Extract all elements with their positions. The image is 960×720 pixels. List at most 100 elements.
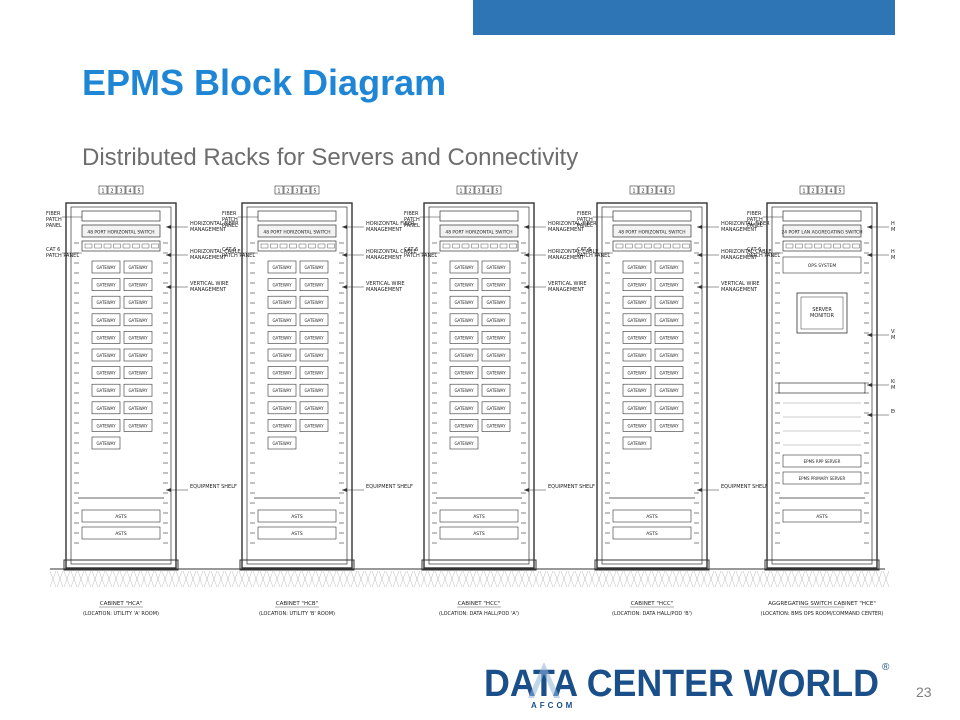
logo-registered-mark: ® <box>882 662 890 673</box>
gateway-module <box>267 366 297 379</box>
logo-a-swoosh-icon <box>528 662 560 698</box>
gateway-module <box>654 313 684 327</box>
cat6-patch-panel <box>439 240 519 252</box>
server-monitor <box>796 292 848 334</box>
left-callout-label: PANEL <box>46 223 62 229</box>
gateway-label: GATEWAY <box>454 406 474 411</box>
gateway-module <box>91 348 121 362</box>
rack-unit-box <box>310 185 320 195</box>
logo-afcom: AFCOM <box>531 701 575 710</box>
left-callout-label: FIBER <box>747 211 762 217</box>
gateway-module <box>91 278 121 291</box>
gateway-label: GATEWAY <box>304 335 324 340</box>
floor-hatch-stroke <box>868 570 876 588</box>
gateway-label: GATEWAY <box>128 371 148 376</box>
floor-hatch-stroke <box>252 570 260 588</box>
gateway-label: GATEWAY <box>96 265 116 270</box>
gateway-module <box>622 436 652 450</box>
gateway-label: GATEWAY <box>486 423 506 428</box>
gateway-label: GATEWAY <box>454 371 474 376</box>
right-callout-label: MANAGEMENT <box>891 227 895 233</box>
floor-hatch-stroke <box>63 570 71 588</box>
patch-port <box>480 243 489 249</box>
floor-hatch-stroke <box>238 570 246 588</box>
gateway-module <box>299 331 329 344</box>
gateway-label: GATEWAY <box>128 388 148 393</box>
patch-port <box>298 243 307 249</box>
gateway-module <box>267 331 297 344</box>
floor-hatch-stroke <box>616 570 624 588</box>
fiber-patch-panel <box>612 210 692 222</box>
asts-label: ASTS <box>115 514 127 520</box>
callout-arrow-icon <box>697 285 702 289</box>
asts-unit <box>439 526 519 540</box>
floor-hatch-stroke <box>476 570 484 588</box>
gateway-label: GATEWAY <box>128 300 148 305</box>
gateway-module <box>299 419 329 432</box>
gateway-label: GATEWAY <box>486 388 506 393</box>
rack-unit-number: 5 <box>313 189 316 195</box>
gateway-label: GATEWAY <box>659 300 679 305</box>
floor-hatch-stroke <box>140 570 148 588</box>
asts-unit <box>439 509 519 523</box>
gateway-module <box>622 260 652 274</box>
cabinet-inner-frame <box>428 206 530 565</box>
right-callout-label: MANAGEMENT <box>190 287 227 293</box>
gateway-label: GATEWAY <box>96 318 116 323</box>
floor-hatch-stroke <box>532 570 540 588</box>
patch-port <box>509 243 517 249</box>
patch-port <box>814 243 822 249</box>
gateway-label: GATEWAY <box>272 371 292 376</box>
floor-hatch-stroke <box>539 570 547 588</box>
floor-hatch-stroke <box>679 570 687 588</box>
gateway-label: GATEWAY <box>659 265 679 270</box>
patch-port <box>442 243 451 249</box>
rack-unit-box <box>808 185 818 195</box>
floor-hatch-stroke <box>805 570 813 588</box>
rack-unit-box <box>665 185 675 195</box>
floor-hatch-stroke <box>287 570 295 588</box>
floor-hatch-stroke <box>854 570 862 588</box>
rack-unit-number: 1 <box>802 189 805 195</box>
floor-hatch-stroke <box>385 570 393 588</box>
rack-unit-box <box>98 185 108 195</box>
gateway-module <box>481 278 511 291</box>
gateway-label: GATEWAY <box>304 283 324 288</box>
floor-hatch-stroke <box>455 570 463 588</box>
right-callout-label: VERTICAL WIRE <box>190 281 229 287</box>
patch-port <box>289 243 297 249</box>
floor-hatch-stroke <box>84 570 92 588</box>
gateway-module <box>123 401 153 415</box>
right-callout-label: EQUIPMENT SHELF <box>548 484 595 490</box>
rack-unit-number: 4 <box>128 189 131 195</box>
gateway-module <box>267 383 297 397</box>
gateway-module <box>267 401 297 415</box>
gateway-module <box>123 366 153 379</box>
gateway-module <box>481 313 511 327</box>
gateway-module <box>267 436 297 450</box>
patch-port <box>122 243 131 249</box>
keyboard-shelf <box>778 382 866 394</box>
left-callout-label: CAT 6 <box>46 247 60 253</box>
epms-server-label: EPMS PRIMARY SERVER <box>799 476 846 481</box>
floor-hatch-stroke <box>553 570 561 588</box>
floor-hatch-stroke <box>462 570 470 588</box>
gateway-label: GATEWAY <box>272 318 292 323</box>
floor-hatch-stroke <box>441 570 449 588</box>
floor-hatch-stroke <box>105 570 113 588</box>
floor-hatch-stroke <box>833 570 841 588</box>
switch-label: 48 PORT HORIZONTAL SWITCH <box>618 230 685 236</box>
patch-port <box>634 243 643 249</box>
floor-hatch-stroke <box>378 570 386 588</box>
floor-hatch-stroke <box>224 570 232 588</box>
gateway-module <box>449 331 479 344</box>
left-callout-label: CAT 6 <box>577 247 591 253</box>
gateway-module <box>91 295 121 309</box>
gateway-module <box>449 260 479 274</box>
gateway-label: GATEWAY <box>486 353 506 358</box>
gateway-module <box>91 313 121 327</box>
gateway-module <box>91 331 121 344</box>
callout-arrow-icon <box>166 285 171 289</box>
gateway-label: GATEWAY <box>659 283 679 288</box>
